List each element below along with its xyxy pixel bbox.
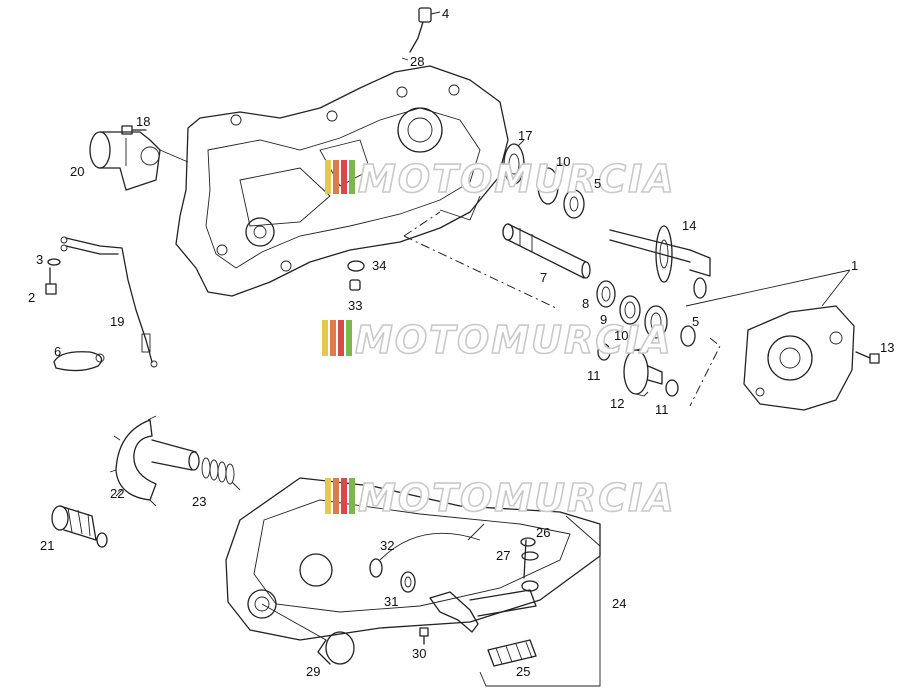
- callout-11-left: 11: [587, 368, 601, 383]
- clip-part-26: [520, 537, 539, 561]
- callout-19: 19: [110, 314, 124, 329]
- callout-5-lower: 5: [692, 314, 699, 329]
- callout-23: 23: [192, 494, 206, 509]
- callout-20: 20: [70, 164, 84, 179]
- crankcase-left: [175, 65, 509, 297]
- clamp-part-6: [53, 351, 105, 372]
- bolt-part-13: [855, 351, 880, 364]
- callout-24: 24: [612, 596, 626, 611]
- callout-9: 9: [600, 312, 607, 327]
- callout-4: 4: [442, 6, 449, 21]
- bearing-part-17: [503, 139, 585, 219]
- callout-17: 17: [518, 128, 532, 143]
- callout-12: 12: [610, 396, 624, 411]
- bolt-part-18: [121, 125, 147, 135]
- callout-10: 10: [614, 328, 628, 343]
- callout-7: 7: [540, 270, 547, 285]
- callout-22: 22: [110, 486, 124, 501]
- callout-30: 30: [412, 646, 426, 661]
- callout-8: 8: [582, 296, 589, 311]
- callout-11-right: 11: [655, 402, 669, 417]
- axis-line-upper: [403, 211, 557, 309]
- callout-26: 26: [536, 525, 550, 540]
- callout-labels: 1 2 3 4 5 5 6 7 8 9 10 11 11 12 13 14 17…: [28, 6, 894, 679]
- callout-33: 33: [348, 298, 362, 313]
- gear-shaft-part-14: [609, 225, 711, 299]
- callout-29: 29: [306, 664, 320, 679]
- bearing-row: [596, 280, 696, 347]
- watermark-top: MOTOMURCIA: [325, 156, 676, 202]
- watermark-bottom: MOTOMURCIA: [325, 475, 676, 521]
- callout-28: 28: [410, 54, 424, 69]
- gear-part-12: [597, 343, 679, 397]
- callout-14: 14: [682, 218, 696, 233]
- grip-part-25: [487, 639, 537, 667]
- callout-10-upper: 10: [556, 154, 570, 169]
- bolt-part-2: [45, 258, 61, 295]
- callout-5-upper: 5: [594, 176, 601, 191]
- watermark-text: MOTOMURCIA: [355, 318, 673, 362]
- callout-32: 32: [380, 538, 394, 553]
- bolt-part-30: [419, 627, 429, 645]
- callout-3: 3: [36, 252, 43, 267]
- callout-21: 21: [40, 538, 54, 553]
- gear-cover-part-1: [685, 269, 855, 411]
- kick-gear-part-22: [109, 415, 200, 507]
- wiring-part-19: [60, 236, 158, 368]
- callout-13: 13: [880, 340, 894, 355]
- callout-27: 27: [496, 548, 510, 563]
- watermark-middle: MOTOMURCIA: [322, 317, 673, 363]
- watermark-text: MOTOMURCIA: [358, 476, 676, 520]
- sensor-part-4: [401, 7, 441, 61]
- callout-34: 34: [372, 258, 386, 273]
- watermark-text: MOTOMURCIA: [358, 157, 676, 201]
- callout-25: 25: [516, 664, 530, 679]
- callout-18: 18: [136, 114, 150, 129]
- callout-1: 1: [851, 258, 858, 273]
- shaft-part-7: [502, 223, 591, 279]
- callout-6: 6: [54, 344, 61, 359]
- starter-motor-part-20: [89, 131, 189, 191]
- seal-part-32: [369, 558, 416, 593]
- callout-2: 2: [28, 290, 35, 305]
- callout-31: 31: [384, 594, 398, 609]
- axis-line-lower: [689, 337, 721, 407]
- plug-part-33: [347, 260, 365, 291]
- kick-cover-part-24: [225, 477, 601, 687]
- drive-gear-part-21: [51, 505, 108, 548]
- cap-part-29: [261, 603, 355, 665]
- spring-part-23: [201, 457, 241, 491]
